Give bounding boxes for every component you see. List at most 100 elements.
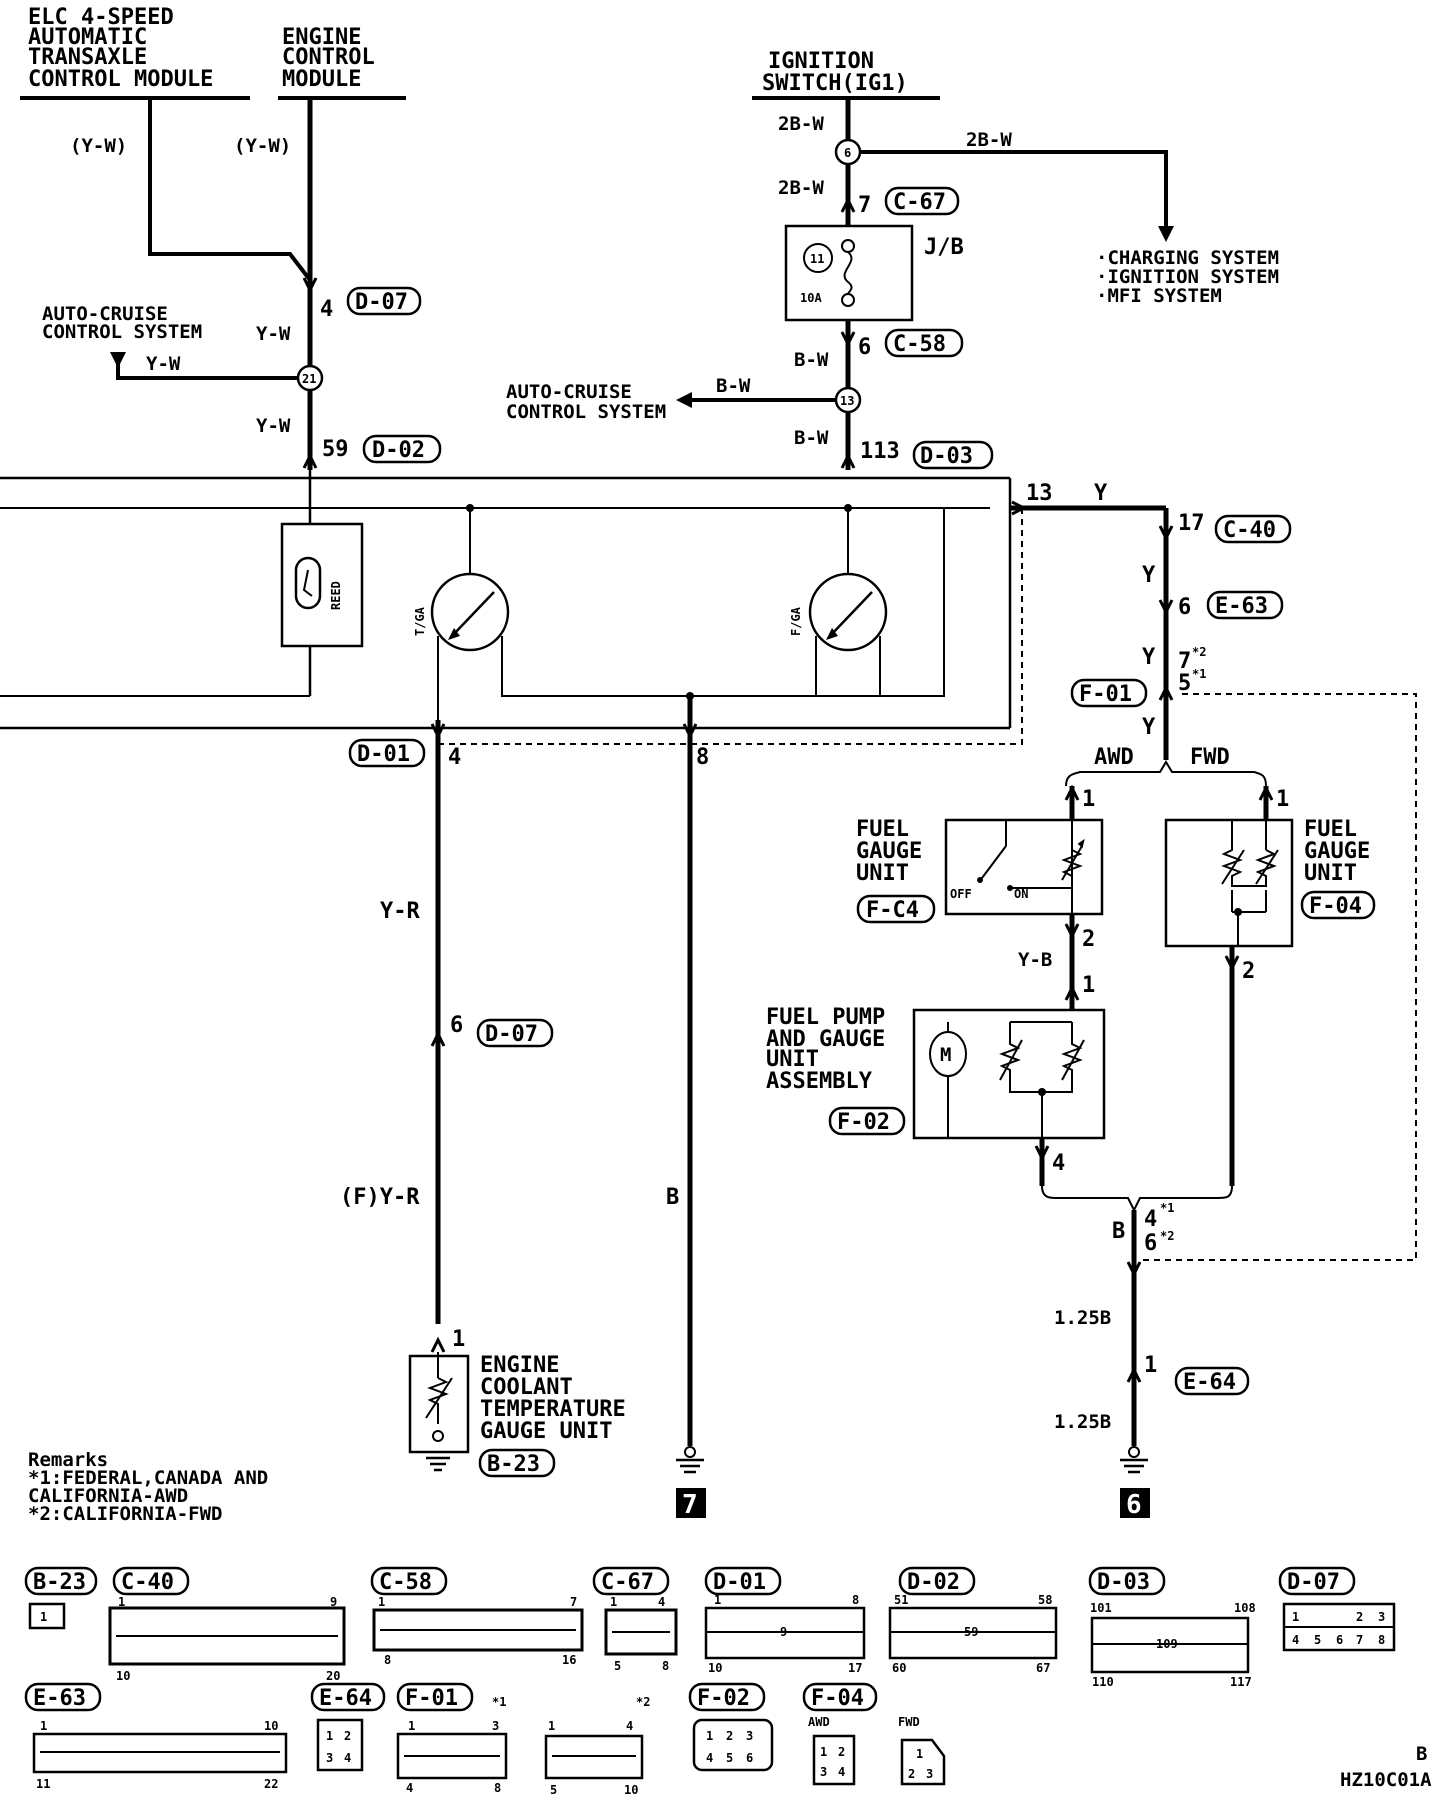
svg-text:IGNITION: IGNITION (768, 49, 874, 74)
svg-text:109: 109 (1156, 1637, 1178, 1651)
svg-text:20: 20 (326, 1669, 340, 1683)
svg-text:10: 10 (708, 1661, 722, 1675)
svg-text:1: 1 (714, 1593, 721, 1607)
svg-text:D-07: D-07 (485, 1022, 538, 1047)
svg-text:AWD: AWD (808, 1715, 830, 1729)
svg-text:C-67: C-67 (601, 1570, 654, 1595)
svg-text:Y-W: Y-W (146, 353, 181, 375)
svg-text:M: M (940, 1044, 951, 1066)
svg-text:4: 4 (1144, 1207, 1157, 1232)
svg-text:D-07: D-07 (1287, 1570, 1340, 1595)
svg-text:1: 1 (378, 1595, 385, 1609)
svg-text:5: 5 (614, 1659, 621, 1673)
connector-tag-f01: F-01 (1070, 678, 1148, 708)
connector-tag-c67: C-67 (884, 186, 960, 216)
svg-text:TEMPERATURE: TEMPERATURE (480, 1397, 626, 1422)
autocruise-left-label: AUTO-CRUISE CONTROL SYSTEM (42, 303, 202, 343)
page-letter: B (1416, 1743, 1427, 1765)
ecm-label: ENGINE CONTROL MODULE (282, 25, 375, 92)
svg-text:3: 3 (1378, 1610, 1385, 1624)
svg-text:D-03: D-03 (1097, 1570, 1150, 1595)
svg-text:3: 3 (820, 1765, 827, 1779)
svg-text:CALIFORNIA-AWD: CALIFORNIA-AWD (28, 1485, 188, 1507)
svg-text:6: 6 (450, 1013, 463, 1038)
svg-text:C-58: C-58 (893, 332, 946, 357)
svg-text:FUEL: FUEL (1304, 817, 1357, 842)
svg-text:117: 117 (1230, 1675, 1252, 1689)
svg-text:Y-B: Y-B (1018, 949, 1052, 971)
svg-text:22: 22 (264, 1777, 278, 1791)
svg-text:3: 3 (746, 1729, 753, 1743)
svg-text:9: 9 (330, 1595, 337, 1609)
svg-text:1: 1 (408, 1719, 415, 1733)
svg-text:6: 6 (1178, 595, 1191, 620)
ground-7: 7 (676, 1446, 706, 1520)
svg-text:101: 101 (1090, 1601, 1112, 1615)
svg-text:F-C4: F-C4 (866, 898, 919, 923)
svg-text:4: 4 (706, 1751, 713, 1765)
svg-text:2: 2 (1242, 959, 1255, 984)
coolant-temperature-gauge-unit (408, 1352, 470, 1454)
svg-text:UNIT: UNIT (856, 861, 909, 886)
svg-text:2: 2 (1082, 927, 1095, 952)
diagram-code: HZ10C01A (1340, 1769, 1432, 1791)
svg-text:Y-W: Y-W (256, 415, 291, 437)
fuel-gauge-unit-fwd-label: FUEL GAUGE UNIT (1304, 817, 1370, 886)
fuel-gauge-unit-fwd (1164, 818, 1294, 948)
svg-text:E-64: E-64 (1183, 1370, 1236, 1395)
svg-text:J/B: J/B (924, 235, 964, 260)
svg-text:6: 6 (1144, 1231, 1157, 1256)
fuel-gauge-unit-awd-label: FUEL GAUGE UNIT (856, 817, 922, 886)
svg-text:1: 1 (1144, 1353, 1157, 1378)
svg-text:GAUGE: GAUGE (1304, 839, 1370, 864)
svg-text:FWD: FWD (898, 1715, 920, 1729)
svg-text:CONTROL MODULE: CONTROL MODULE (28, 67, 213, 92)
svg-text:TRANSAXLE: TRANSAXLE (28, 45, 147, 70)
svg-text:7: 7 (682, 1490, 698, 1520)
svg-text:T/GA: T/GA (413, 606, 427, 636)
svg-text:6: 6 (844, 146, 851, 160)
combination-meter: REED T/GA F/GA (0, 470, 1023, 745)
svg-text:·MFI SYSTEM: ·MFI SYSTEM (1096, 285, 1222, 307)
svg-text:6: 6 (1126, 1490, 1142, 1520)
svg-text:1: 1 (820, 1745, 827, 1759)
svg-text:Y-R: Y-R (380, 899, 420, 924)
connector-tag-d01: D-01 (348, 738, 426, 768)
svg-text:8: 8 (852, 1593, 859, 1607)
svg-text:67: 67 (1036, 1661, 1050, 1675)
svg-text:8: 8 (494, 1781, 501, 1795)
svg-text:3: 3 (926, 1767, 933, 1781)
connector-tag-d03: D-03 (912, 440, 994, 470)
svg-text:B: B (666, 1185, 679, 1210)
svg-text:*2: *2 (1160, 1229, 1174, 1243)
connector-tag-fc4: F-C4 (856, 894, 936, 924)
elc-module-label: ELC 4-SPEED AUTOMATIC TRANSAXLE CONTROL … (28, 5, 213, 92)
svg-text:21: 21 (302, 372, 316, 386)
svg-text:ASSEMBLY: ASSEMBLY (766, 1069, 873, 1094)
svg-text:D-03: D-03 (920, 444, 973, 469)
connector-tag-c58: C-58 (884, 328, 964, 358)
svg-text:4: 4 (838, 1765, 845, 1779)
svg-text:1: 1 (40, 1610, 47, 1624)
svg-text:(F)Y-R: (F)Y-R (340, 1185, 420, 1210)
svg-text:D-02: D-02 (907, 1570, 960, 1595)
svg-text:8: 8 (384, 1653, 391, 1667)
wire-label: (Y-W) (234, 135, 291, 157)
svg-text:*1: *1 (1160, 1201, 1174, 1215)
svg-text:11: 11 (36, 1777, 50, 1791)
svg-text:1: 1 (706, 1729, 713, 1743)
svg-text:B-23: B-23 (33, 1570, 86, 1595)
svg-text:*2:CALIFORNIA-FWD: *2:CALIFORNIA-FWD (28, 1503, 222, 1525)
svg-text:FUEL: FUEL (856, 817, 909, 842)
svg-text:B: B (1112, 1219, 1125, 1244)
svg-text:ENGINE: ENGINE (480, 1353, 559, 1378)
svg-text:5: 5 (550, 1783, 557, 1797)
svg-text:4: 4 (344, 1751, 351, 1765)
svg-text:10: 10 (264, 1719, 278, 1733)
svg-text:F-02: F-02 (697, 1686, 750, 1711)
connector-tag-e64: E-64 (1174, 1366, 1250, 1396)
ground-b23 (426, 1456, 450, 1472)
svg-text:C-67: C-67 (893, 190, 946, 215)
svg-text:C-58: C-58 (379, 1570, 432, 1595)
svg-text:Y: Y (1142, 645, 1156, 670)
